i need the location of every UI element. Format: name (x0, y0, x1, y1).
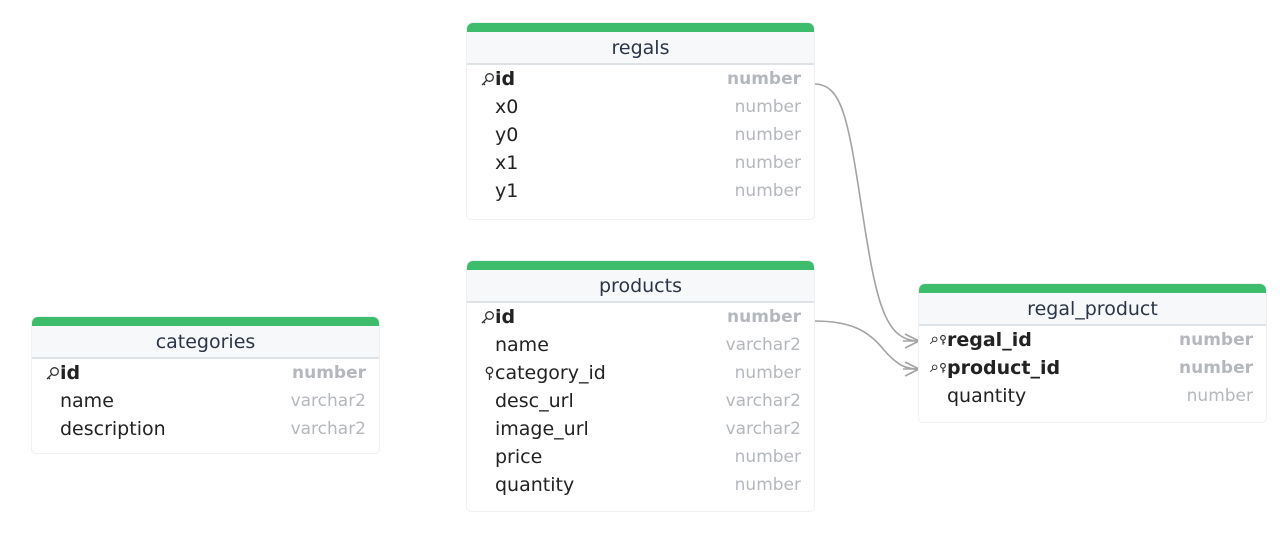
field-row-id[interactable]: id number (467, 303, 814, 331)
field-type: number (1178, 358, 1253, 378)
field-row-name[interactable]: name varchar2 (467, 331, 814, 359)
field-row-image-url[interactable]: image_url varchar2 (467, 415, 814, 443)
field-name: category_id (495, 362, 606, 384)
table-regals[interactable]: regals id number x0 number y0 number x1 … (467, 23, 814, 219)
field-row-description[interactable]: description varchar2 (32, 415, 379, 443)
primary-key-icon (481, 72, 494, 85)
field-row-price[interactable]: price number (467, 443, 814, 471)
field-name: x0 (495, 96, 519, 118)
field-name: product_id (947, 357, 1061, 379)
field-type: varchar2 (725, 419, 801, 439)
field-name: description (60, 418, 166, 440)
table-accent-bar (32, 317, 379, 326)
field-type: number (1186, 386, 1253, 406)
field-row-x1[interactable]: x1 number (467, 149, 814, 177)
field-type: number (734, 363, 801, 383)
field-type: varchar2 (725, 335, 801, 355)
field-type: varchar2 (290, 419, 366, 439)
field-type: number (734, 475, 801, 495)
field-type: number (734, 447, 801, 467)
field-type: number (1178, 330, 1253, 350)
table-title[interactable]: categories (32, 326, 379, 359)
field-name: name (495, 334, 549, 356)
field-name: y1 (495, 180, 519, 202)
field-name: id (495, 306, 516, 328)
field-type: varchar2 (725, 391, 801, 411)
primary-key-icon (46, 366, 59, 379)
field-type: number (726, 307, 801, 327)
field-row-id[interactable]: id number (467, 65, 814, 93)
table-title[interactable]: regal_product (919, 293, 1266, 326)
foreign-key-icon (940, 334, 946, 345)
table-title[interactable]: regals (467, 32, 814, 65)
field-name: name (60, 390, 114, 412)
field-row-y1[interactable]: y1 number (467, 177, 814, 205)
foreign-key-icon (940, 362, 946, 373)
table-accent-bar (467, 261, 814, 270)
field-type: number (726, 69, 801, 89)
field-row-product-id[interactable]: product_id number (919, 354, 1266, 382)
field-name: desc_url (495, 390, 574, 412)
field-row-x0[interactable]: x0 number (467, 93, 814, 121)
foreign-key-icon (485, 366, 494, 380)
field-row-name[interactable]: name varchar2 (32, 387, 379, 415)
field-type: number (734, 181, 801, 201)
crowfoot-regal-product-product-id (903, 361, 920, 377)
field-row-desc-url[interactable]: desc_url varchar2 (467, 387, 814, 415)
edge-products-to-regal-product (813, 320, 920, 370)
field-row-quantity[interactable]: quantity number (919, 382, 1266, 410)
field-row-regal-id[interactable]: regal_id number (919, 326, 1266, 354)
field-row-category-id[interactable]: category_id number (467, 359, 814, 387)
field-name: price (495, 446, 543, 468)
field-name: quantity (947, 385, 1027, 407)
table-title[interactable]: products (467, 270, 814, 303)
table-regal-product[interactable]: regal_product regal_id number product_id… (919, 284, 1266, 422)
field-name: y0 (495, 124, 519, 146)
table-products[interactable]: products id number name varchar2 categor… (467, 261, 814, 511)
primary-key-icon (929, 336, 938, 344)
field-name: id (60, 362, 81, 384)
field-name: id (495, 68, 516, 90)
field-row-quantity[interactable]: quantity number (467, 471, 814, 499)
field-type: number (291, 363, 366, 383)
field-name: quantity (495, 474, 575, 496)
crowfoot-regal-product-regal-id (903, 333, 920, 349)
field-row-id[interactable]: id number (32, 359, 379, 387)
field-name: image_url (495, 418, 589, 440)
table-accent-bar (919, 284, 1266, 293)
field-type: varchar2 (290, 391, 366, 411)
field-type: number (734, 153, 801, 173)
table-accent-bar (467, 23, 814, 32)
primary-key-icon (929, 364, 938, 372)
edge-regals-to-regal-product (813, 83, 920, 342)
field-name: x1 (495, 152, 519, 174)
primary-key-icon (481, 310, 494, 323)
field-type: number (734, 125, 801, 145)
field-name: regal_id (947, 329, 1032, 351)
table-categories[interactable]: categories id number name varchar2 descr… (32, 317, 379, 453)
field-row-y0[interactable]: y0 number (467, 121, 814, 149)
field-type: number (734, 97, 801, 117)
